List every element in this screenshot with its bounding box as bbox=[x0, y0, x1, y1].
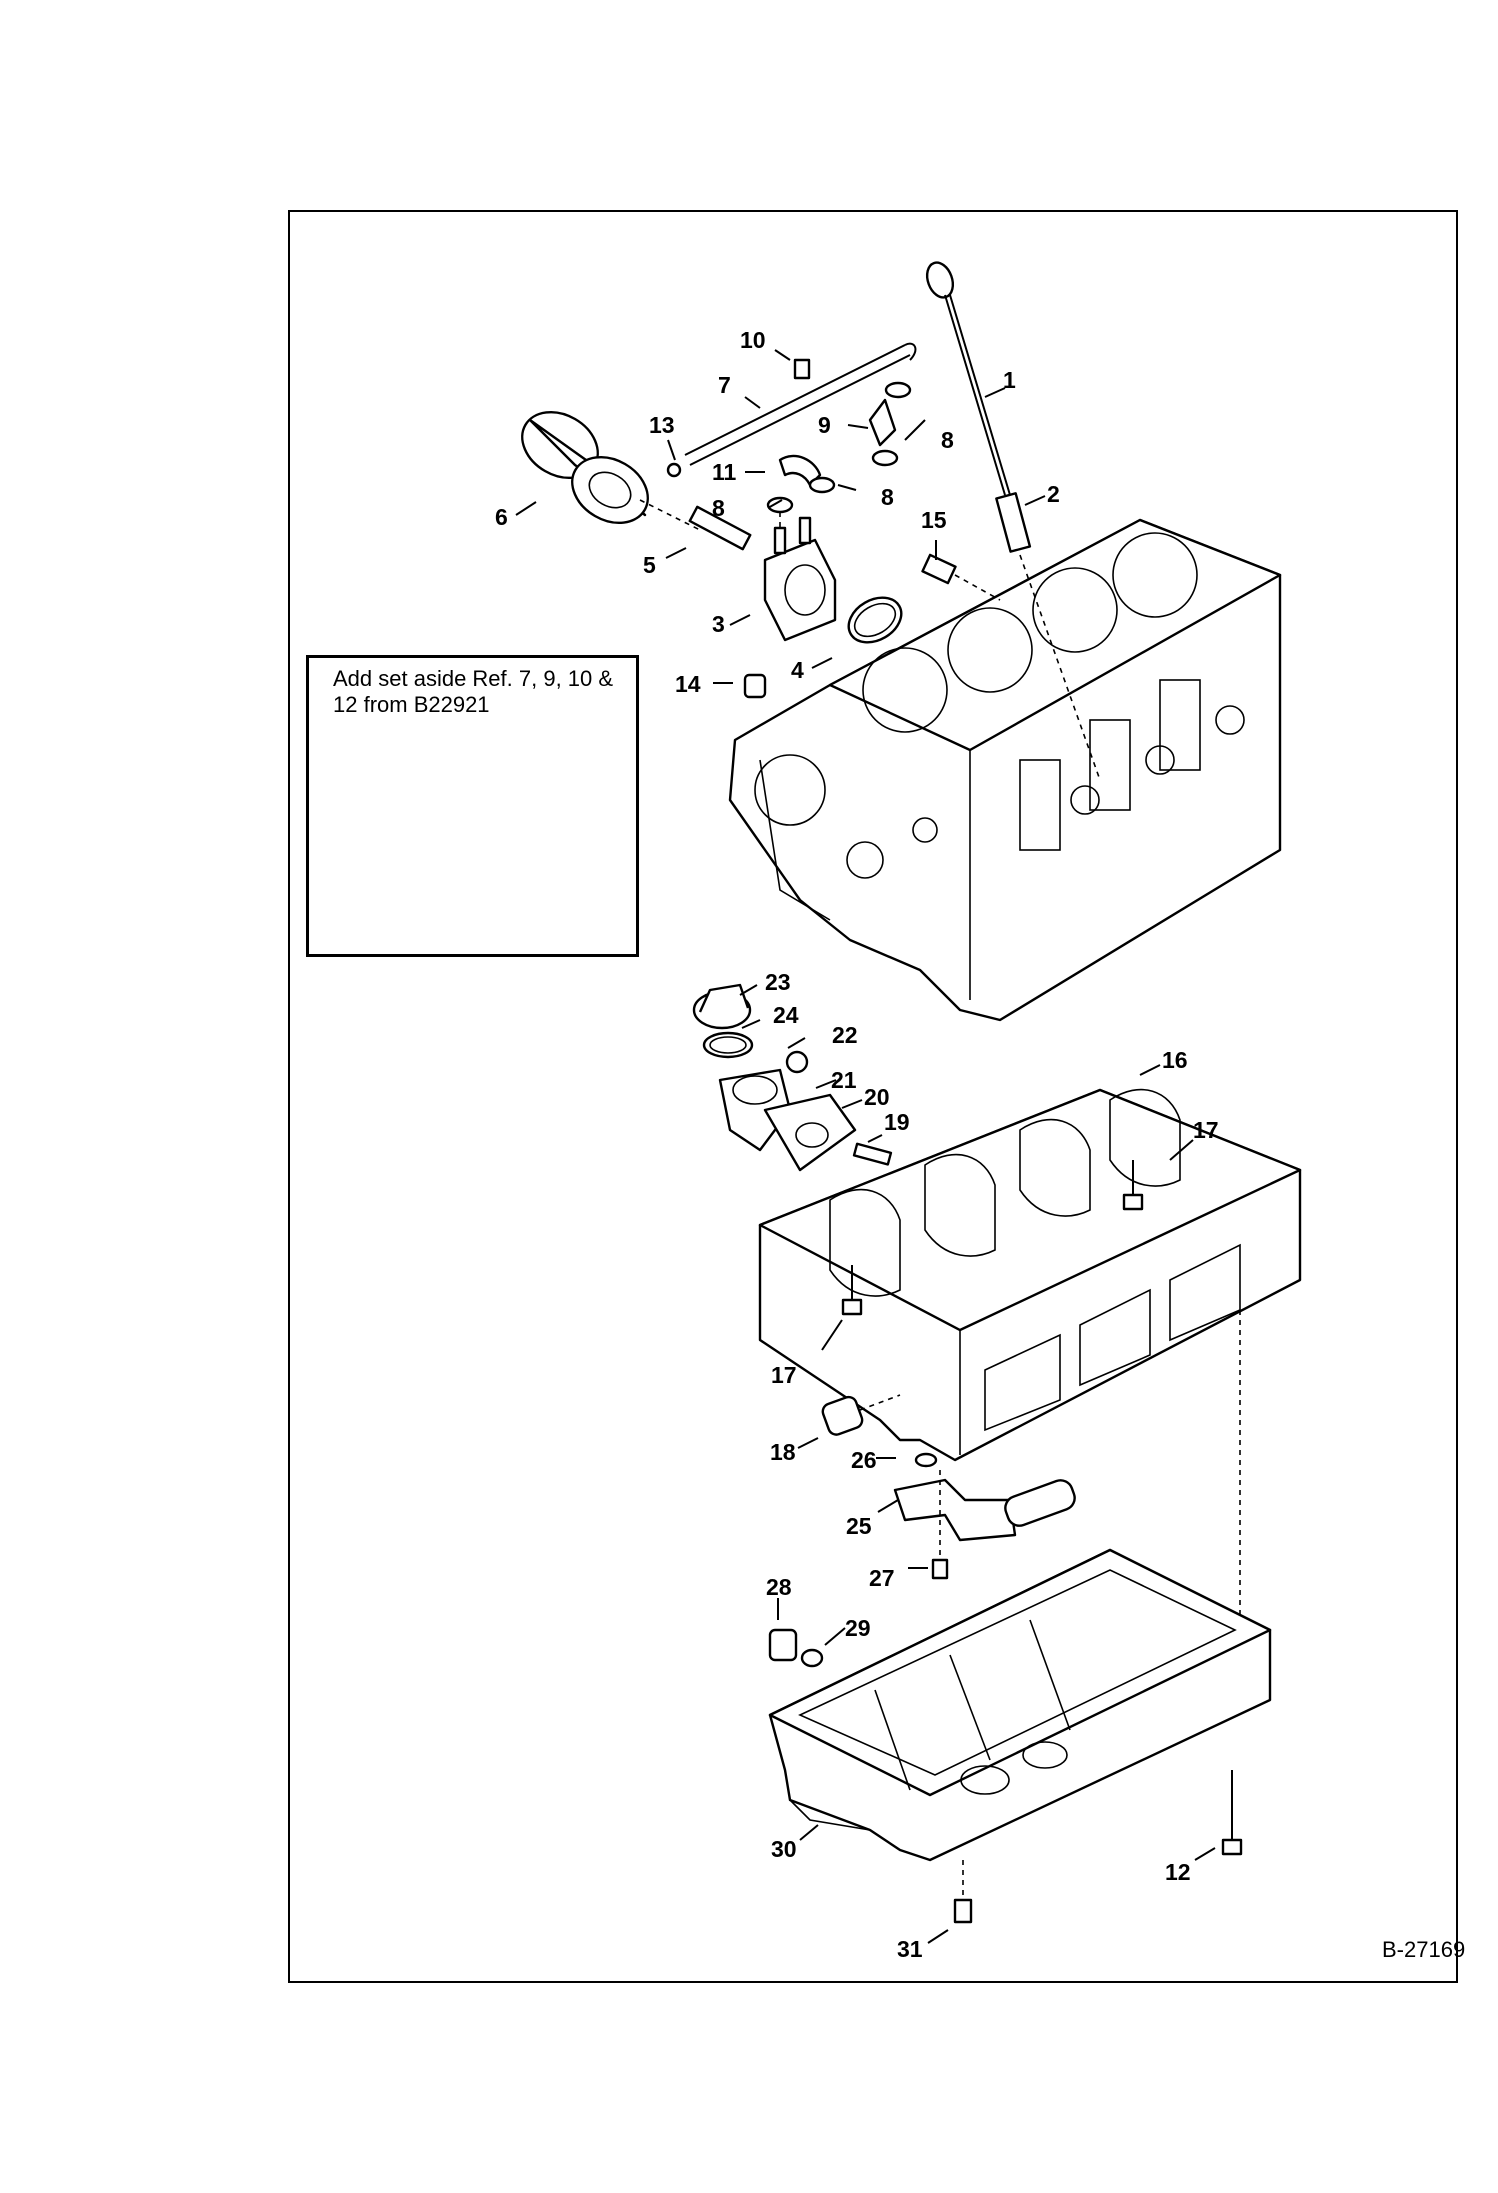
callout-6: 6 bbox=[495, 504, 508, 530]
callout-8b: 8 bbox=[941, 427, 954, 453]
callout-16: 16 bbox=[1162, 1047, 1188, 1073]
callout-29: 29 bbox=[845, 1615, 871, 1641]
leader-lines bbox=[515, 349, 1216, 1944]
oil-filter bbox=[521, 411, 701, 531]
oil-cooler bbox=[763, 516, 837, 642]
callout-19: 19 bbox=[884, 1109, 910, 1135]
dipstick bbox=[925, 261, 1101, 781]
callout-30: 30 bbox=[771, 1836, 797, 1862]
threaded-stud bbox=[688, 505, 752, 551]
oil-strainer bbox=[893, 1452, 1076, 1580]
callout-9: 9 bbox=[818, 412, 831, 438]
oil-pipe-assembly bbox=[666, 342, 917, 530]
callout-4: 4 bbox=[791, 657, 804, 683]
callout-8a: 8 bbox=[712, 495, 725, 521]
drain-plug bbox=[768, 1628, 973, 1924]
callout-11: 11 bbox=[712, 459, 737, 485]
callout-13: 13 bbox=[649, 412, 675, 438]
callout-24: 24 bbox=[773, 1002, 799, 1028]
callout-27: 27 bbox=[869, 1565, 895, 1591]
callout-5: 5 bbox=[643, 552, 656, 578]
callout-20: 20 bbox=[864, 1084, 890, 1110]
callout-3: 3 bbox=[712, 611, 725, 637]
callout-labels: 1 2 3 4 5 6 7 8 8 8 9 10 11 12 13 14 15 … bbox=[495, 327, 1219, 1962]
callout-31: 31 bbox=[897, 1936, 923, 1962]
note-text: Add set aside Ref. 7, 9, 10 & 12 from B2… bbox=[333, 666, 614, 717]
engine-block bbox=[728, 518, 1282, 1022]
callout-14: 14 bbox=[675, 671, 701, 697]
callout-26: 26 bbox=[851, 1447, 877, 1473]
o-ring bbox=[847, 596, 903, 644]
callout-10: 10 bbox=[740, 327, 766, 353]
callout-17b: 17 bbox=[771, 1362, 797, 1388]
callout-23: 23 bbox=[765, 969, 791, 995]
callout-8c: 8 bbox=[881, 484, 894, 510]
drawing-frame bbox=[288, 210, 1458, 1983]
plugs bbox=[743, 553, 1001, 699]
callout-15: 15 bbox=[921, 507, 947, 533]
callout-1: 1 bbox=[1003, 367, 1016, 393]
callout-2: 2 bbox=[1047, 481, 1060, 507]
callout-25: 25 bbox=[846, 1513, 872, 1539]
callout-22: 22 bbox=[832, 1022, 858, 1048]
callout-7: 7 bbox=[718, 372, 731, 398]
oil-filler-assembly bbox=[692, 983, 893, 1172]
callout-17a: 17 bbox=[1193, 1117, 1219, 1143]
drawing-number: B-27169 bbox=[1382, 1937, 1465, 1962]
bed-plate bbox=[758, 1088, 1302, 1620]
callout-18: 18 bbox=[770, 1439, 796, 1465]
oil-pan bbox=[768, 1548, 1272, 1900]
callout-21: 21 bbox=[831, 1067, 857, 1093]
note-box: Add set aside Ref. 7, 9, 10 & 12 from B2… bbox=[306, 655, 639, 957]
bushing bbox=[821, 1394, 901, 1436]
callout-28: 28 bbox=[766, 1574, 792, 1600]
callout-12: 12 bbox=[1165, 1859, 1191, 1885]
